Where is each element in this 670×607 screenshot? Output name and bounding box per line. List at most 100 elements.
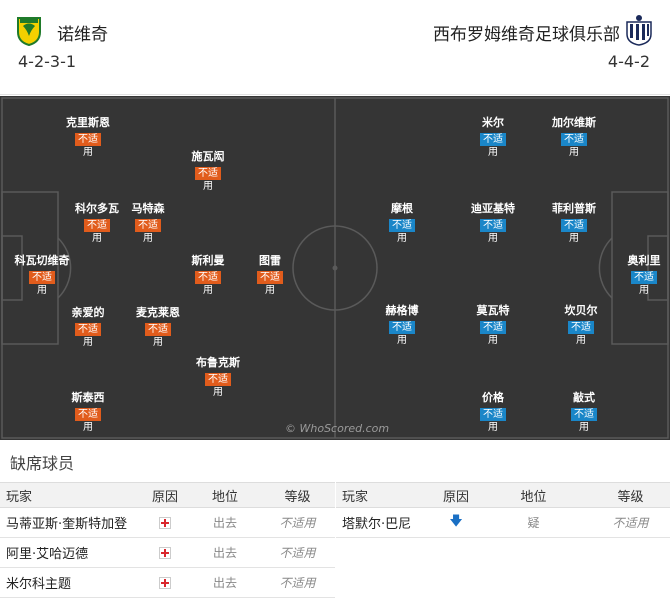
player-rating-suffix: 用 (397, 233, 407, 244)
player-rating-suffix: 用 (83, 147, 93, 158)
away-player[interactable]: 米尔不适用 (453, 116, 533, 160)
home-player[interactable]: 布鲁克斯不适用 (178, 356, 258, 400)
player-status: 出去 (212, 516, 237, 530)
player-rating-badge: 不适 (480, 133, 506, 146)
player-name[interactable]: 菲利普斯 (552, 202, 596, 215)
player-rating-badge: 不适 (568, 321, 594, 334)
player-name[interactable]: 施瓦闳 (191, 150, 225, 163)
player-rating-badge: 不适 (195, 271, 221, 284)
player-name[interactable]: 麦克莱恩 (136, 306, 180, 319)
player-level: 不适用 (279, 546, 316, 560)
injury-icon (159, 546, 171, 559)
player-name[interactable]: 米尔科主题 (6, 577, 72, 592)
player-name[interactable]: 摩根 (391, 202, 413, 215)
player-status: 出去 (212, 546, 237, 560)
player-name[interactable]: 科尔多瓦 (75, 202, 119, 215)
away-formation: 4-4-2 (607, 52, 650, 71)
player-name[interactable]: 斯利曼 (191, 254, 225, 267)
player-name[interactable]: 阿里·艾哈迈德 (6, 547, 89, 562)
player-rating-badge: 不适 (84, 219, 110, 232)
player-name[interactable]: 亲爱的 (71, 306, 105, 319)
player-rating-badge: 不适 (205, 373, 231, 386)
player-name[interactable]: 加尔维斯 (552, 116, 596, 129)
player-name[interactable]: 马蒂亚斯·奎斯特加登 (6, 517, 128, 532)
col-player: 玩家 (6, 489, 33, 505)
away-player[interactable]: 赫格博不适用 (362, 304, 442, 348)
col-status: 地位 (520, 489, 547, 505)
player-rating-badge: 不适 (135, 219, 161, 232)
player-level: 不适用 (279, 576, 316, 590)
player-name[interactable]: 迪亚基特 (471, 202, 515, 215)
home-player[interactable]: 麦克莱恩不适用 (118, 306, 198, 350)
player-rating-suffix: 用 (488, 233, 498, 244)
player-name[interactable]: 马特森 (131, 202, 165, 215)
away-player[interactable]: 价格不适用 (453, 391, 533, 435)
player-status: 出去 (212, 576, 237, 590)
player-name[interactable]: 塔默尔·巴尼 (342, 517, 412, 532)
match-header: 诺维奇 4-2-3-1 西布罗姆维奇足球俱乐部 4-4-2 (0, 0, 670, 95)
player-name[interactable]: 科瓦切维奇 (14, 254, 70, 267)
away-player[interactable]: 菲利普斯不适用 (534, 202, 614, 246)
home-player[interactable]: 马特森不适用 (108, 202, 188, 246)
west-brom-crest-icon (626, 15, 652, 46)
table-header: 玩家 原因 地位 等级 (0, 482, 335, 508)
player-rating-badge: 不适 (571, 408, 597, 421)
player-rating-badge: 不适 (631, 271, 657, 284)
player-rating-suffix: 用 (639, 285, 649, 296)
home-player[interactable]: 克里斯恩不适用 (48, 116, 128, 160)
away-player[interactable]: 迪亚基特不适用 (453, 202, 533, 246)
player-rating-badge: 不适 (29, 271, 55, 284)
whoscored-watermark: © WhoScored.com (285, 422, 390, 435)
player-rating-badge: 不适 (389, 219, 415, 232)
player-rating-badge: 不适 (480, 408, 506, 421)
home-player[interactable]: 科瓦切维奇不适用 (2, 254, 82, 298)
missing-players-title: 缺席球员 (10, 454, 75, 473)
player-name[interactable]: 奥利里 (627, 254, 661, 267)
arrow-down-icon: 🡇 (449, 513, 463, 529)
away-player[interactable]: 坎贝尔不适用 (541, 304, 621, 348)
home-player[interactable]: 亲爱的不适用 (48, 306, 128, 350)
player-level: 不适用 (279, 516, 316, 530)
away-team-name[interactable]: 西布罗姆维奇足球俱乐部 (433, 25, 620, 45)
player-name[interactable]: 赫格博 (385, 304, 419, 317)
player-rating-suffix: 用 (569, 147, 579, 158)
player-name[interactable]: 图雷 (259, 254, 281, 267)
player-rating-badge: 不适 (561, 133, 587, 146)
home-player[interactable]: 科尔多瓦不适用 (57, 202, 137, 246)
away-player[interactable]: 加尔维斯不适用 (534, 116, 614, 160)
player-name[interactable]: 布鲁克斯 (196, 356, 240, 369)
injury-icon (159, 576, 171, 589)
home-player[interactable]: 斯泰西不适用 (48, 391, 128, 435)
away-player[interactable]: 奥利里不适用 (604, 254, 670, 298)
player-rating-suffix: 用 (579, 422, 589, 433)
away-player[interactable]: 莫瓦特不适用 (453, 304, 533, 348)
away-player[interactable]: 敲式不适用 (544, 391, 624, 435)
player-name[interactable]: 坎贝尔 (564, 304, 598, 317)
away-missing-table: 玩家 原因 地位 等级 塔默尔·巴尼 🡇 疑 不适用 (336, 482, 670, 538)
player-status: 疑 (527, 516, 540, 530)
player-rating-suffix: 用 (83, 422, 93, 433)
table-row: 马蒂亚斯·奎斯特加登 出去 不适用 (0, 508, 335, 538)
player-name[interactable]: 价格 (482, 391, 504, 404)
table-row: 米尔科主题 出去 不适用 (0, 568, 335, 598)
player-rating-badge: 不适 (75, 133, 101, 146)
col-player: 玩家 (342, 489, 369, 505)
home-team-name[interactable]: 诺维奇 (57, 25, 108, 45)
player-name[interactable]: 克里斯恩 (66, 116, 110, 129)
player-name[interactable]: 米尔 (482, 116, 504, 129)
home-player[interactable]: 图雷不适用 (230, 254, 310, 298)
col-level: 等级 (284, 489, 311, 505)
home-player[interactable]: 施瓦闳不适用 (168, 150, 248, 194)
col-status: 地位 (211, 489, 238, 505)
player-name[interactable]: 敲式 (573, 391, 595, 404)
player-rating-suffix: 用 (203, 181, 213, 192)
player-rating-badge: 不适 (389, 321, 415, 334)
table-header: 玩家 原因 地位 等级 (336, 482, 670, 508)
player-name[interactable]: 莫瓦特 (476, 304, 510, 317)
player-name[interactable]: 斯泰西 (71, 391, 105, 404)
home-player[interactable]: 斯利曼不适用 (168, 254, 248, 298)
player-rating-suffix: 用 (397, 335, 407, 346)
player-rating-suffix: 用 (488, 147, 498, 158)
away-player[interactable]: 摩根不适用 (362, 202, 442, 246)
col-reason: 原因 (151, 489, 178, 505)
